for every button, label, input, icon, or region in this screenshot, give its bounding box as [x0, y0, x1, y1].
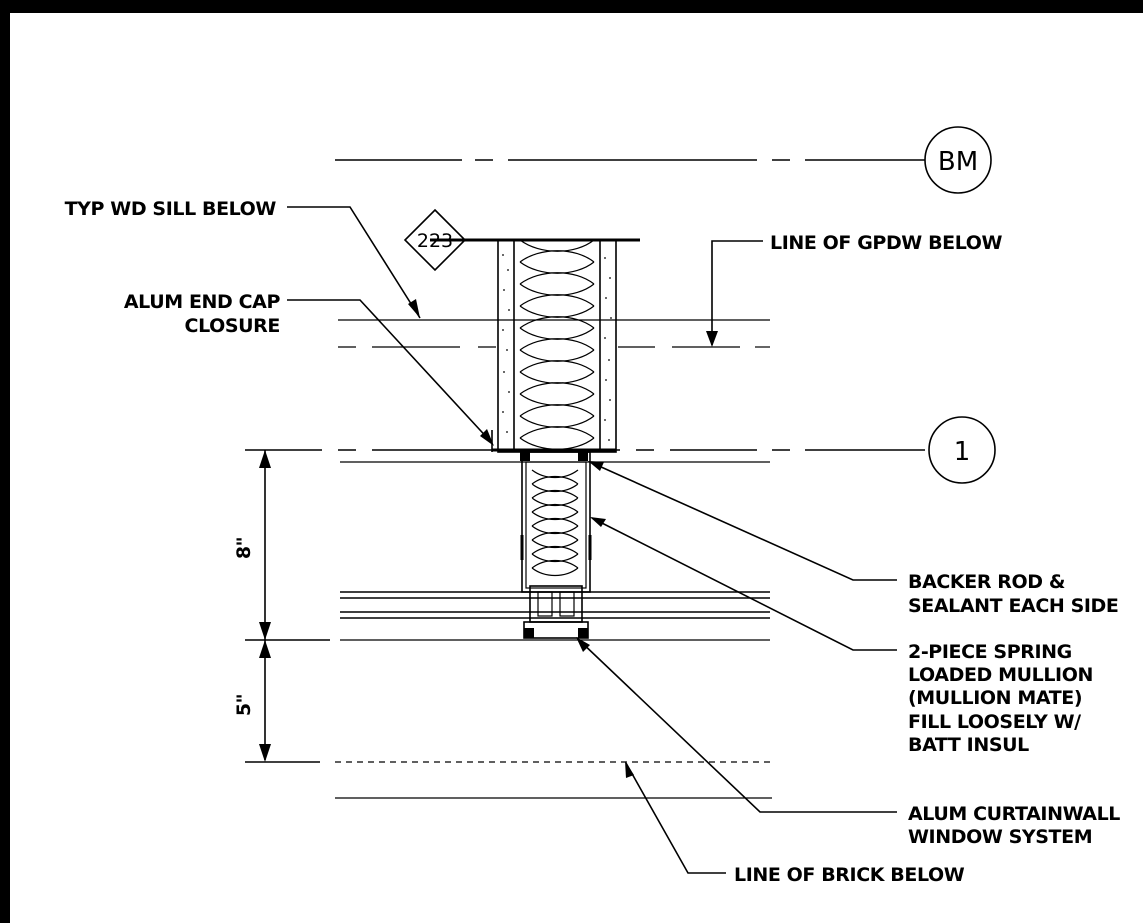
dimension-string: 8" 5" [233, 450, 330, 763]
wall-section [430, 238, 640, 453]
note-mullion-2: LOADED MULLION [908, 664, 1093, 686]
note-backer-rod-1: BACKER ROD & [908, 571, 1065, 593]
note-alum-end-cap-1: ALUM END CAP [124, 291, 281, 313]
leaders [287, 206, 897, 874]
mullion-section [340, 451, 770, 641]
note-mullion-5: BATT INSUL [908, 734, 1029, 756]
grid-bubble-1: 1 [928, 416, 996, 484]
note-alum-end-cap-2: CLOSURE [185, 315, 280, 337]
drawing-sheet [10, 13, 1143, 923]
note-mullion-4: FILL LOOSELY W/ [908, 711, 1081, 733]
dimension-5in: 5" [233, 694, 255, 716]
note-typ-wd-sill: TYP WD SILL BELOW [65, 198, 277, 220]
note-curtainwall-2: WINDOW SYSTEM [908, 826, 1092, 848]
grid-bubble-bm-label: BM [938, 147, 978, 177]
note-line-of-brick: LINE OF BRICK BELOW [734, 864, 965, 886]
wall-type-tag-label: 223 [417, 230, 453, 252]
note-mullion-1: 2-PIECE SPRING [908, 641, 1072, 663]
grid-bubble-1-label: 1 [954, 437, 971, 467]
wall-type-tag: 223 [403, 208, 467, 272]
dimension-8in: 8" [233, 537, 255, 559]
note-backer-rod-2: SEALANT EACH SIDE [908, 595, 1119, 617]
note-line-of-gpdw: LINE OF GPDW BELOW [770, 232, 1003, 254]
note-curtainwall-1: ALUM CURTAINWALL [908, 803, 1120, 825]
note-mullion-3: (MULLION MATE) [908, 687, 1082, 709]
grid-bubble-bm: BM [924, 126, 992, 194]
